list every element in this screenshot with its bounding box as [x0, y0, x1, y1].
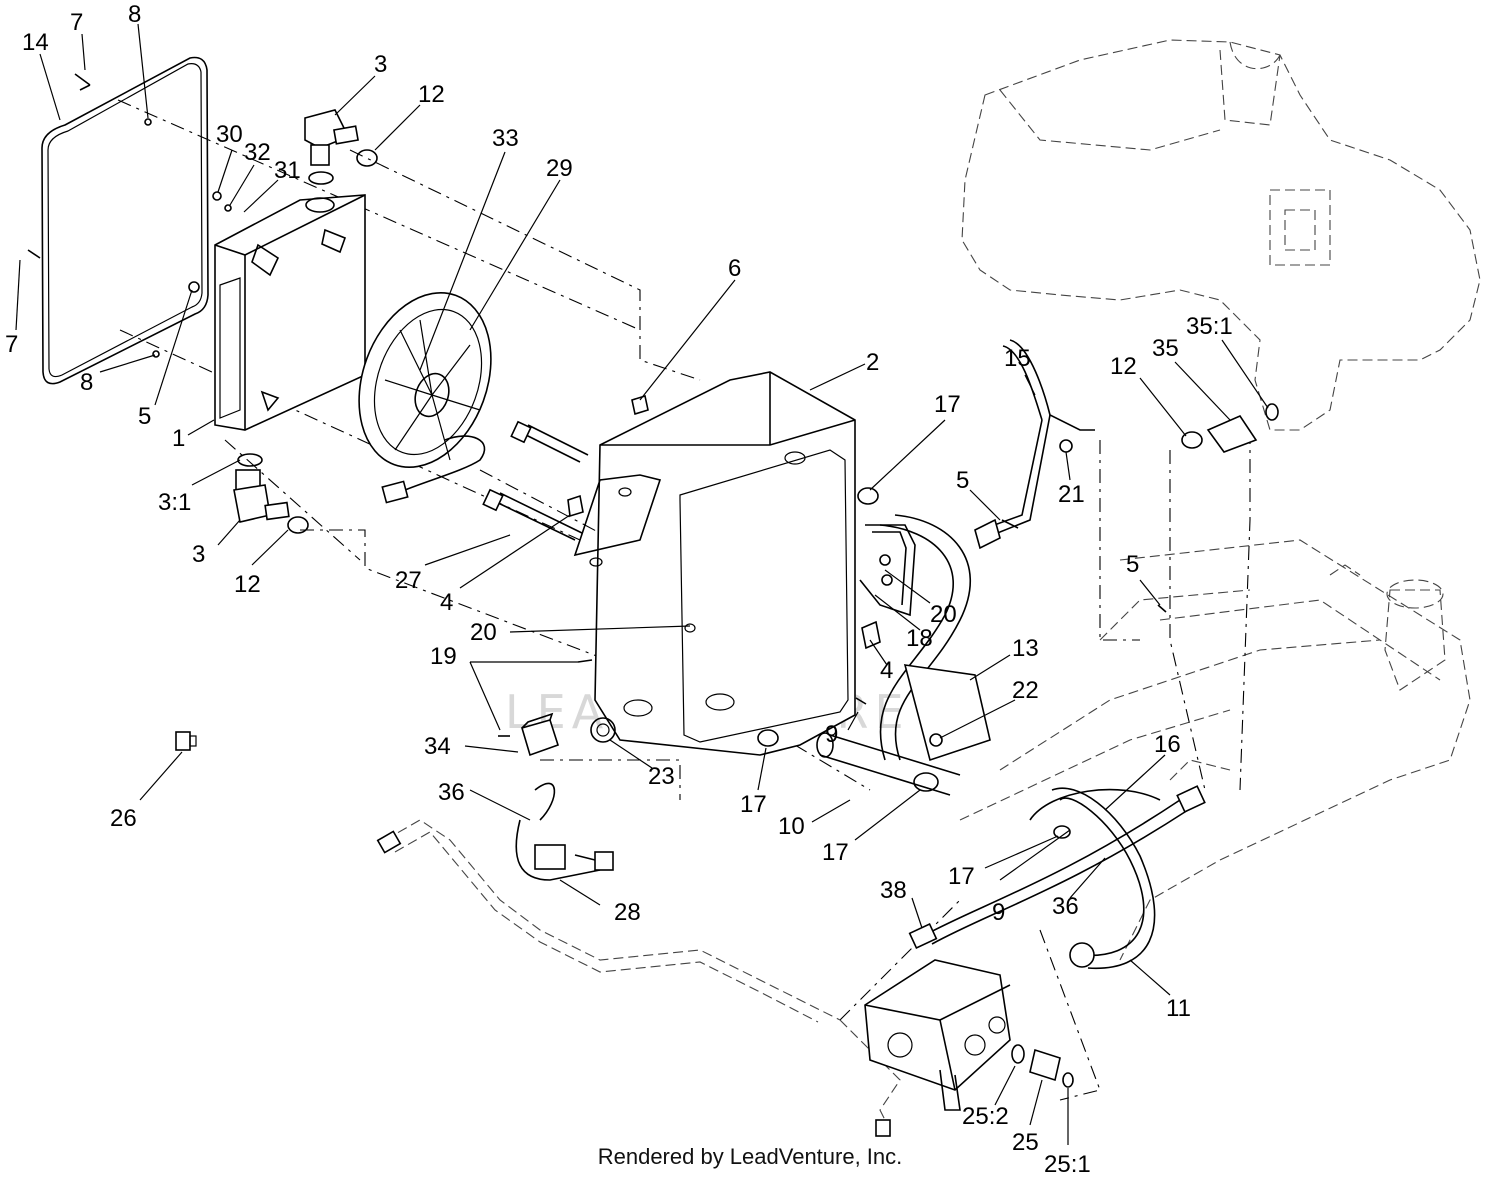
callout-labels: 14 7 8 7 8 5 1 3 12 30 32 31 33 29 6 2 3…	[5, 1, 1233, 1178]
callout-15: 15	[1004, 345, 1031, 372]
callout-30: 30	[216, 121, 243, 148]
callout-22: 22	[1012, 677, 1039, 704]
callout-34: 34	[424, 733, 451, 760]
callout-35-1: 35:1	[1186, 313, 1233, 340]
callout-36: 36	[1052, 893, 1079, 920]
callout-25-1: 25:1	[1044, 1151, 1091, 1178]
callout-28: 28	[614, 899, 641, 926]
oil-cooler-part-1	[214, 194, 366, 431]
callout-12: 12	[234, 571, 261, 598]
callout-8: 8	[80, 369, 93, 396]
callout-17: 17	[948, 863, 975, 890]
callout-13: 13	[1012, 635, 1039, 662]
pressure-sensor-part-25	[1011, 1044, 1074, 1088]
clamps-part-12	[287, 149, 1203, 534]
callout-9: 9	[992, 899, 1005, 926]
clips-part-4-6	[567, 394, 881, 650]
valve-block	[864, 959, 1011, 1111]
washers-part-17	[757, 487, 1071, 839]
callout-21: 21	[1058, 481, 1085, 508]
callout-2: 2	[866, 349, 879, 376]
harness-routing-phantom	[376, 819, 901, 1137]
callout-leaders	[15, 23, 1269, 1145]
callout-18: 18	[906, 625, 933, 652]
elbow-fitting-part-3-bottom	[233, 453, 290, 523]
wire-harness-part-28	[515, 782, 614, 881]
callout-19: 19	[430, 643, 457, 670]
callout-3: 3	[192, 541, 205, 568]
gasket-frame-part-14	[41, 56, 209, 385]
hose-part-13	[879, 514, 991, 762]
housing-part-2	[573, 371, 856, 756]
callout-7: 7	[70, 9, 83, 36]
callout-9: 9	[825, 721, 838, 748]
bolts-part-27	[482, 420, 589, 541]
callout-17: 17	[822, 839, 849, 866]
callout-17: 17	[740, 791, 767, 818]
callout-17: 17	[934, 391, 961, 418]
callout-8: 8	[128, 1, 141, 28]
callout-14: 14	[22, 29, 49, 56]
footer-text: Rendered by LeadVenture, Inc.	[597, 1144, 903, 1169]
pipe-part-15	[974, 339, 1095, 550]
callout-29: 29	[546, 155, 573, 182]
callout-5: 5	[138, 403, 151, 430]
relay-part-34	[521, 712, 559, 757]
callout-5: 5	[1126, 551, 1139, 578]
callout-5: 5	[956, 467, 969, 494]
callout-25: 25	[1012, 1129, 1039, 1156]
hardware-small	[27, 73, 1167, 747]
callout-26: 26	[110, 805, 137, 832]
fuse-part-26	[175, 731, 197, 751]
hose-part-11	[1029, 787, 1161, 969]
callout-36: 36	[438, 779, 465, 806]
machine-frame-phantom	[959, 39, 1481, 961]
sensor-part-35	[1206, 403, 1279, 453]
callout-1: 1	[172, 425, 185, 452]
callout-31: 31	[274, 157, 301, 184]
fan-part-29	[358, 292, 492, 504]
callout-4: 4	[440, 589, 453, 616]
callout-16: 16	[1154, 731, 1181, 758]
bracket-part-18	[859, 524, 916, 617]
footer-credit: Rendered by LeadVenture, Inc.	[0, 1144, 1500, 1170]
callout-20: 20	[930, 601, 957, 628]
grommet-part-23	[590, 717, 616, 743]
callout-32: 32	[244, 139, 271, 166]
callout-33: 33	[492, 125, 519, 152]
callout-38: 38	[880, 877, 907, 904]
callout-4: 4	[880, 657, 893, 684]
hose-part-38	[908, 785, 1206, 949]
callout-6: 6	[728, 255, 741, 282]
callout-25-2: 25:2	[962, 1103, 1009, 1130]
assembly-leader-lines	[117, 99, 1251, 1101]
callout-12: 12	[418, 81, 445, 108]
elbow-fitting-part-3-top	[304, 109, 359, 185]
callout-3-1: 3:1	[158, 489, 191, 516]
callout-23: 23	[648, 763, 675, 790]
callout-27: 27	[395, 567, 422, 594]
callout-10: 10	[778, 813, 805, 840]
callout-20: 20	[470, 619, 497, 646]
tube-part-10	[816, 732, 961, 796]
callout-7: 7	[5, 331, 18, 358]
callout-12: 12	[1110, 353, 1137, 380]
callout-3: 3	[374, 51, 387, 78]
callout-11: 11	[1166, 995, 1191, 1022]
callout-35: 35	[1152, 335, 1179, 362]
